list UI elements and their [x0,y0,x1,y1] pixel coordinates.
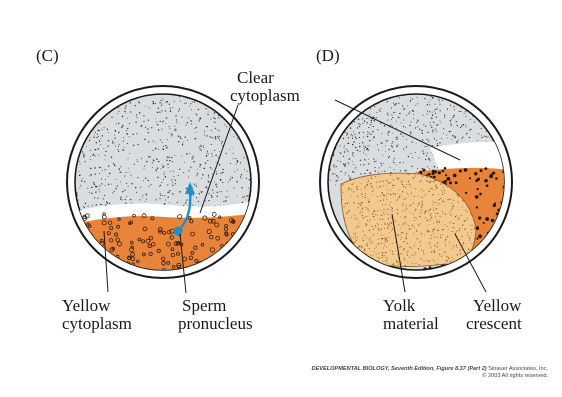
panel-c-letter: (C) [36,46,59,65]
credit-line1: DEVELOPMENTAL BIOLOGY, Seventh Edition, … [312,366,548,373]
credit-title: DEVELOPMENTAL BIOLOGY, Seventh Edition, … [312,366,487,372]
credit-line2: © 2003 All rights reserved. [312,373,548,380]
yolk-material-label-line2: material [383,314,439,333]
egg-c [67,86,260,290]
yolk-material-label-line1: Yolk [383,296,415,315]
clear-cytoplasm-label-line2: cytoplasm [230,86,300,105]
yellow-crescent-label-line1: Yellow [473,296,521,315]
panel-d-letter: (D) [316,46,340,65]
figure-credit: DEVELOPMENTAL BIOLOGY, Seventh Edition, … [312,366,548,380]
clear-cytoplasm-label-line1: Clear [237,68,274,87]
yellow-cytoplasm-label-line2: cytoplasm [62,314,132,333]
yellow-crescent-label-line2: crescent [466,314,522,333]
sperm-pronucleus-label-line2: pronucleus [178,314,253,333]
credit-publisher: Sinauer Associates, Inc. [487,366,548,372]
sperm-pronucleus-label-line1: Sperm [182,296,226,315]
yellow-cytoplasm-label-line1: Yellow [62,296,110,315]
egg-d [320,86,513,280]
